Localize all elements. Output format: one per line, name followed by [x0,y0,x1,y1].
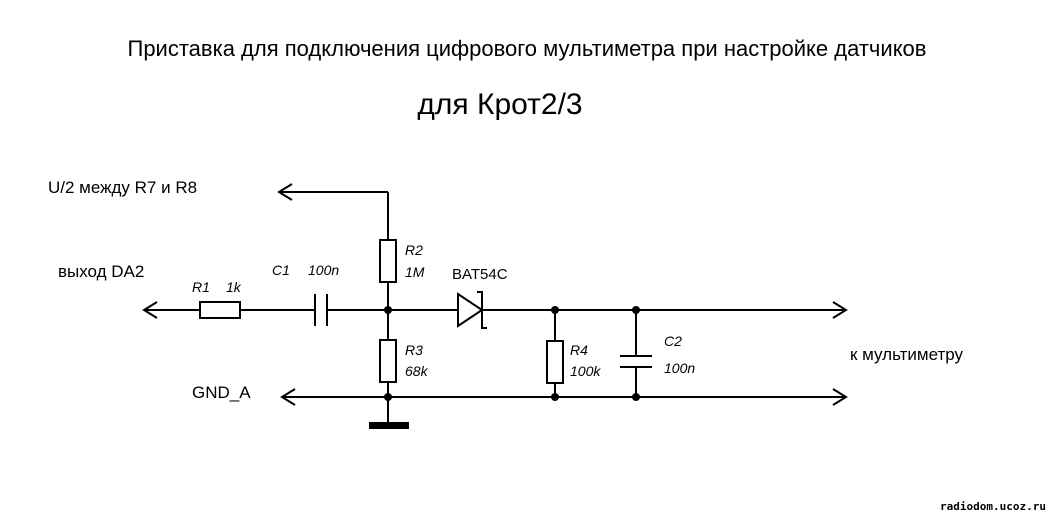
resistor-r4 [546,340,564,384]
resistor-r2 [379,239,397,283]
c2-ref: C2 [664,333,682,349]
gnd-wire [280,388,848,406]
r1-value: 1k [226,279,241,295]
r4-ref: R4 [570,342,588,358]
ground-symbol [369,422,409,429]
resistor-r3 [379,339,397,383]
title-line-1: Приставка для подключения цифрового муль… [127,36,927,61]
label-input: выход DA2 [58,262,145,281]
diode-bat54c [457,291,487,329]
c1-ref: C1 [272,262,290,278]
r4-value: 100k [570,363,601,379]
junction-dot [384,306,392,314]
capacitor-c2 [620,355,652,368]
resistor-r1 [199,301,241,319]
r2-value: 1M [405,264,425,280]
c1-value: 100n [308,262,340,278]
capacitor-c1 [314,294,328,326]
r1-ref: R1 [192,279,210,295]
c2-value: 100n [664,360,696,376]
junction-dot [551,306,559,314]
watermark: radiodom.ucoz.ru [940,500,1046,513]
d1-ref: BAT54C [452,266,508,283]
junction-dot [632,393,640,401]
r2-ref: R2 [405,242,423,258]
title-line-2: для Крот2/3 [417,88,583,121]
label-u2: U/2 между R7 и R8 [48,178,198,197]
junction-dot [384,393,392,401]
r3-ref: R3 [405,342,423,358]
r3-value: 68k [405,363,428,379]
label-gnd: GND_A [192,383,251,402]
junctions [384,306,640,401]
u2-wire [277,183,389,240]
junction-dot [632,306,640,314]
signal-wire [142,301,848,319]
label-output: к мультиметру [850,345,964,364]
junction-dot [551,393,559,401]
